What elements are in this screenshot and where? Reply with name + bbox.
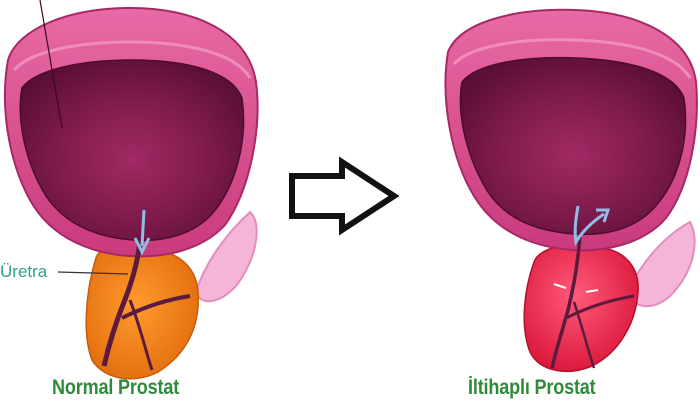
pointer-line-bladder [39, 0, 63, 129]
bladder-rim-inflamed [452, 38, 692, 79]
compression-arrow-right [585, 289, 599, 293]
bladder-interior-normal [19, 59, 245, 242]
urine-flow-arrowhead-normal [133, 237, 151, 256]
ejaculatory-duct-inflamed [572, 301, 596, 369]
urine-flow-arrow-normal [140, 209, 146, 247]
urethra-branch-normal [121, 294, 191, 320]
urethra-branch-inflamed [565, 294, 635, 320]
urethra-normal [101, 239, 143, 367]
seminal-vesicle-normal [194, 210, 258, 302]
inflamed-prostate-gland [523, 244, 639, 373]
urethra-inflamed [550, 235, 582, 369]
caption-normal-prostate: Normal Prostat [52, 376, 180, 399]
normal-prostate-figure [3, 0, 259, 380]
normal-prostate-gland [85, 245, 199, 380]
transition-arrow-icon [289, 156, 400, 236]
caption-inflamed-prostate: İltihaplı Prostat [468, 376, 596, 399]
bladder-rim-normal [12, 40, 252, 79]
uretra-leader-line [57, 271, 129, 275]
uretra-label: Üretra [0, 262, 48, 281]
bladder-interior-inflamed [459, 56, 687, 236]
compression-arrow-left [553, 283, 567, 289]
ejaculatory-duct-normal [128, 299, 154, 371]
seminal-vesicle-inflamed [626, 220, 696, 307]
urine-flow-arrowhead-inflamed [596, 208, 611, 223]
urine-flow-arrow-inflamed [573, 205, 605, 247]
inflamed-prostate-figure [444, 8, 698, 373]
